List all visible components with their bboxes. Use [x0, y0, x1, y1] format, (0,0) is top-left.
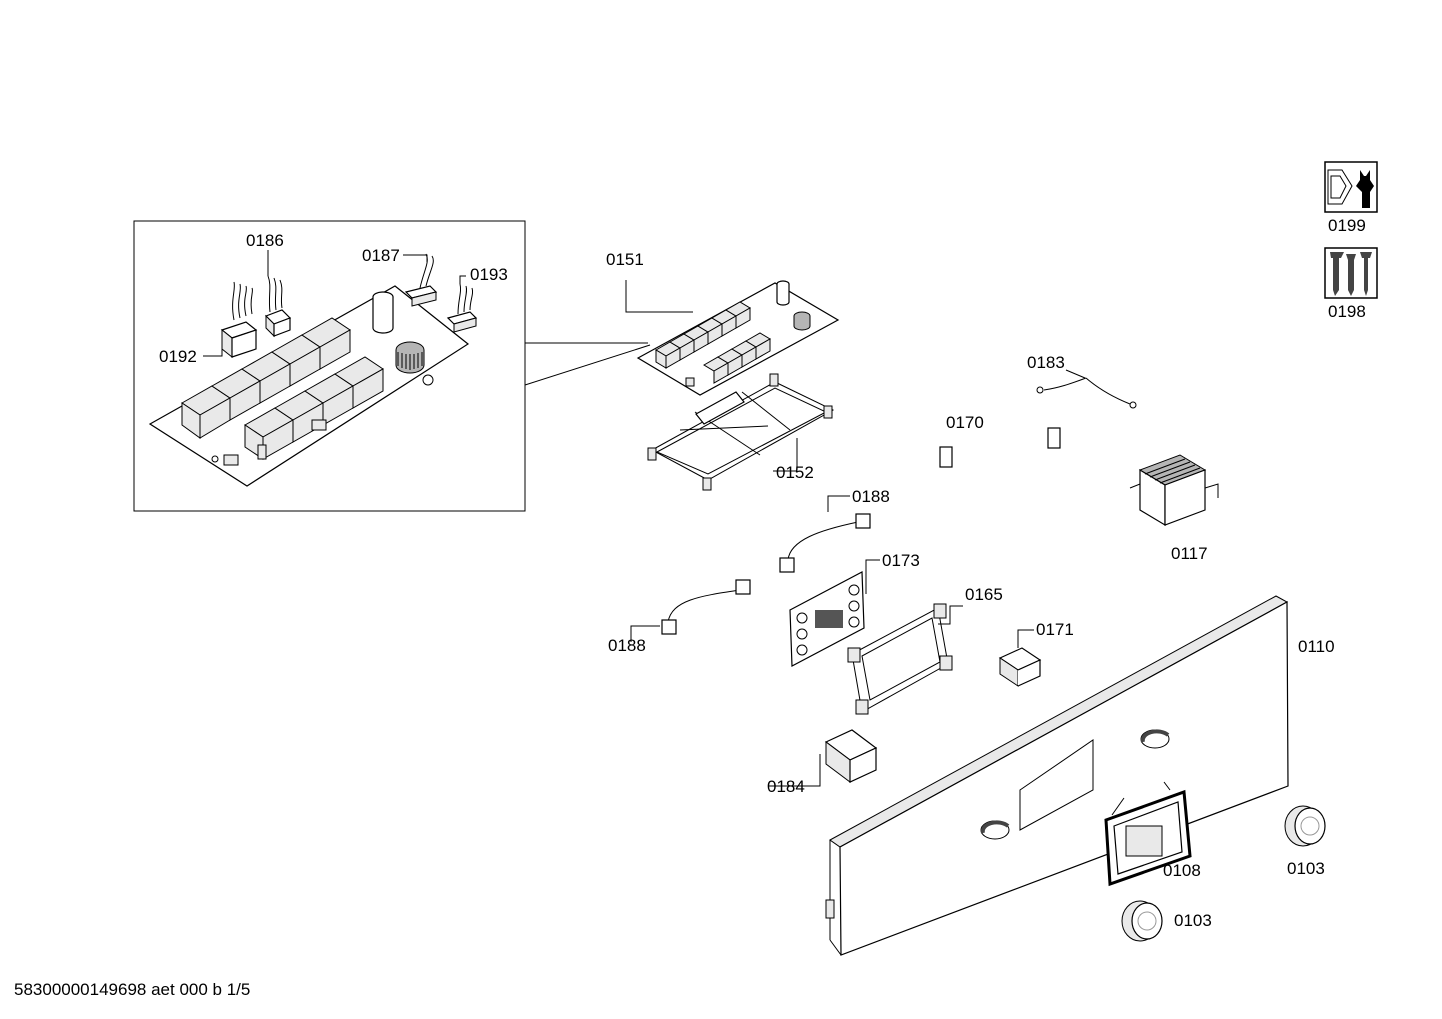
label-0184: 0184 — [767, 777, 805, 796]
label-0173: 0173 — [882, 551, 920, 570]
label-0152: 0152 — [776, 463, 814, 482]
mounting-frame-0152 — [647, 373, 835, 491]
switch-0184 — [824, 729, 878, 783]
label-0183: 0183 — [1027, 353, 1065, 372]
label-0108: 0108 — [1163, 861, 1201, 880]
tool-wrench-icon — [1324, 161, 1378, 213]
connector-0187 — [404, 253, 438, 307]
knob-0103-lower — [1121, 900, 1163, 942]
label-0199: 0199 — [1328, 216, 1366, 235]
part-labels: 0186 0187 0193 0192 0151 0152 0183 0170 … — [159, 216, 1366, 930]
heatsink-0117 — [1129, 454, 1219, 527]
connector-0193 — [446, 283, 478, 333]
bracket-0171 — [998, 647, 1042, 687]
control-board-detail — [148, 285, 470, 487]
label-0103-lower: 0103 — [1174, 911, 1212, 930]
leader-lines — [203, 250, 1086, 787]
label-0186: 0186 — [246, 231, 284, 250]
connector-0186 — [264, 275, 292, 338]
label-0170: 0170 — [946, 413, 984, 432]
label-0188-upper: 0188 — [852, 487, 890, 506]
label-0198: 0198 — [1328, 302, 1366, 321]
control-board-0151 — [636, 280, 840, 396]
label-0187: 0187 — [362, 246, 400, 265]
label-0188-lower: 0188 — [608, 636, 646, 655]
knob-0103-right — [1284, 805, 1326, 847]
label-0192: 0192 — [159, 347, 197, 366]
cable-0188-lower — [661, 579, 751, 635]
coil-detail — [395, 341, 425, 374]
screws-icon — [1324, 247, 1378, 299]
label-0165: 0165 — [965, 585, 1003, 604]
display-holder-0165 — [847, 603, 953, 715]
control-panel-0110 — [825, 595, 1289, 956]
label-0110: 0110 — [1298, 637, 1335, 656]
connector-block-0192 — [220, 281, 258, 359]
cable-0188-upper — [779, 513, 871, 573]
display-module-0108 — [1104, 781, 1192, 887]
sensor-wire-0183 — [1036, 377, 1137, 409]
label-0103-right: 0103 — [1287, 859, 1325, 878]
ribbon-cable-0170 — [939, 427, 1061, 468]
keypad-board-0173 — [789, 571, 865, 667]
document-id: 58300000149698 aet 000 b 1/5 — [14, 980, 251, 999]
label-0193: 0193 — [470, 265, 508, 284]
label-0151: 0151 — [606, 250, 644, 269]
label-0171: 0171 — [1036, 620, 1074, 639]
detail-inset-box — [133, 220, 651, 512]
label-0117: 0117 — [1171, 544, 1208, 563]
